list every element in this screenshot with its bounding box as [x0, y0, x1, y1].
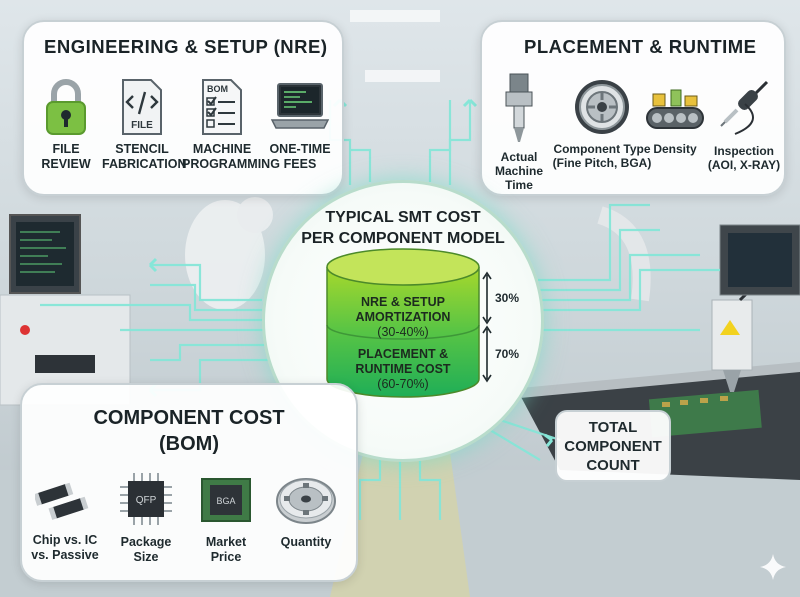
placement-panel: PLACEMENT & RUNTIME Actual Machine Time …: [480, 20, 786, 196]
nre-segment-label: NRE & SETUP AMORTIZATION (30-40%): [335, 295, 471, 340]
bga-chip-text: BGA: [216, 496, 235, 506]
cost-model-title-line1: TYPICAL SMT COST: [325, 209, 481, 226]
lock-icon: [26, 78, 106, 136]
cost-cylinder: [326, 248, 492, 398]
tape-reel-icon: [268, 469, 344, 529]
placement-item-inspection: Inspection (AOI, X-RAY): [704, 78, 784, 172]
qfp-chip-text: QFP: [136, 495, 157, 506]
code-file-icon: FILE: [102, 78, 182, 136]
nre-item-label: FILE REVIEW: [41, 142, 91, 171]
cost-model-circle: TYPICAL SMT COST PER COMPONENT MODEL NRE…: [262, 180, 544, 462]
bom-panel: COMPONENT COST (BOM) Chip vs. IC vs. Pas…: [20, 383, 358, 582]
chip-resistor-icon: [26, 475, 104, 527]
code-file-text: FILE: [131, 120, 153, 131]
bom-item-package-size: QFP Package Size: [108, 469, 184, 565]
nre-item-label: STENCIL FABRICATION: [102, 142, 187, 171]
cost-model-title-line2: PER COMPONENT MODEL: [301, 230, 505, 247]
nozzle-icon: [484, 72, 554, 144]
cost-model-title: TYPICAL SMT COST PER COMPONENT MODEL: [265, 207, 541, 249]
sparkle-icon: [760, 554, 786, 580]
nre-title: ENGINEERING & SETUP (NRE): [44, 36, 328, 57]
bom-item-quantity: Quantity: [268, 469, 344, 550]
reel-icon: [552, 78, 652, 136]
bom-item-label: Package Size: [120, 535, 172, 564]
bom-item-label: Chip vs. IC vs. Passive: [31, 533, 99, 562]
placement-segment-name: PLACEMENT & RUNTIME COST: [355, 347, 451, 376]
checklist-text: BOM: [207, 84, 228, 94]
nre-item-one-time-fees: ONE-TIME FEES: [260, 78, 340, 172]
placement-item-label: Inspection (AOI, X-RAY): [707, 144, 781, 172]
bom-title-line2: (BOM): [159, 433, 219, 455]
placement-item-density: Density: [640, 86, 710, 156]
nre-segment-name: NRE & SETUP AMORTIZATION: [355, 295, 451, 324]
bom-item-label: Quantity: [280, 535, 332, 549]
placement-item-label: Density: [653, 142, 697, 156]
nre-item-machine-programming: BOM MACHINE PROGRAMMING: [182, 78, 280, 172]
bom-item-market-price: BGA Market Price: [188, 469, 264, 565]
nre-item-file-review: FILE REVIEW: [26, 78, 106, 172]
checklist-icon: BOM: [182, 78, 262, 136]
bga-chip-icon: BGA: [188, 469, 264, 529]
total-component-count-label: TOTAL COMPONENT COUNT: [564, 418, 662, 474]
bom-title: COMPONENT COST (BOM): [22, 405, 356, 457]
qfp-chip-icon: QFP: [108, 469, 184, 529]
laptop-icon: [260, 78, 340, 136]
placement-item-label: Component Type (Fine Pitch, BGA): [552, 142, 652, 170]
placement-item-machine-time: Actual Machine Time: [484, 72, 554, 192]
soldering-iron-icon: [704, 78, 784, 138]
placement-segment-label: PLACEMENT & RUNTIME COST (60-70%): [335, 347, 471, 392]
placement-title: PLACEMENT & RUNTIME: [524, 36, 757, 57]
bom-item-label: Market Price: [205, 535, 247, 564]
placement-percent: 70%: [495, 347, 520, 361]
placement-item-label: Actual Machine Time: [494, 150, 543, 192]
nre-item-stencil: FILE STENCIL FABRICATION: [102, 78, 187, 172]
nre-segment-range: (30-40%): [377, 325, 429, 339]
placement-item-component-type: Component Type (Fine Pitch, BGA): [552, 78, 652, 170]
placement-segment-range: (60-70%): [377, 377, 429, 391]
nre-panel: ENGINEERING & SETUP (NRE) FILE REVIEW FI…: [22, 20, 344, 196]
bom-item-chip-type: Chip vs. IC vs. Passive: [26, 475, 104, 563]
conveyor-icon: [640, 86, 710, 136]
bom-title-line1: COMPONENT COST: [93, 407, 285, 429]
total-component-count-box: TOTAL COMPONENT COUNT: [555, 410, 671, 482]
nre-percent: 30%: [495, 291, 520, 305]
nre-item-label: ONE-TIME FEES: [269, 142, 331, 171]
nre-item-label: MACHINE PROGRAMMING: [182, 142, 280, 171]
